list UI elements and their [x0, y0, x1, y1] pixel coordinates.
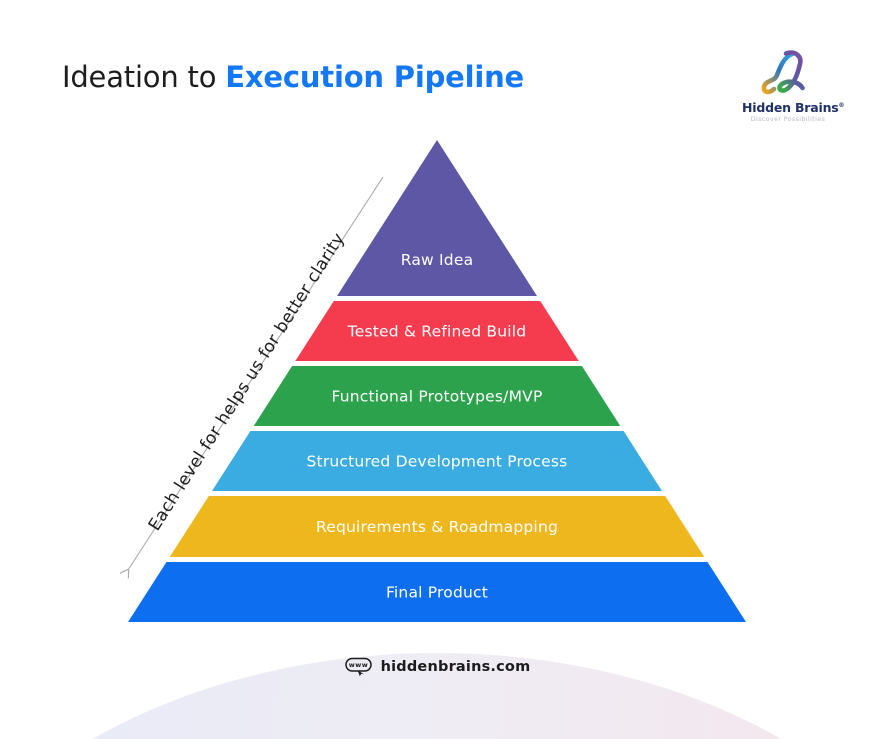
logo-ribbon-right: [777, 50, 805, 93]
page-title: Ideation to Execution Pipeline: [62, 60, 524, 94]
hidden-brains-logo-icon: [761, 50, 805, 95]
pyramid-level-3-label: Functional Prototypes/MVP: [331, 388, 542, 406]
website-url[interactable]: hiddenbrains.com: [380, 659, 531, 675]
pyramid-level-1-label: Raw Idea: [401, 251, 474, 269]
logo-name-text: Hidden Brains: [742, 100, 839, 115]
pyramid-level-2: [295, 301, 579, 361]
pyramid-level-6-label: Final Product: [386, 584, 488, 602]
logo-reg-mark: ®: [838, 101, 845, 109]
direction-arrow: [128, 176, 384, 570]
footer: www hiddenbrains.com: [0, 656, 875, 678]
pyramid-level-5: [169, 496, 705, 557]
pyramid-level-4: [212, 431, 662, 491]
pyramid-level-2-label: Tested & Refined Build: [347, 323, 527, 341]
pyramid-level-5-label: Requirements & Roadmapping: [316, 518, 558, 536]
logo-name: Hidden Brains®: [742, 100, 845, 115]
website-icon-www-text: www: [348, 661, 368, 669]
page-title-highlight: Execution Pipeline: [225, 60, 524, 94]
website-icon: www: [344, 657, 372, 677]
page-title-regular: Ideation to: [62, 60, 226, 94]
hidden-brains-logo: Hidden Brains® Discover Possibilities: [742, 48, 845, 123]
pyramid-level-6: [128, 562, 746, 622]
pyramid-level-4-label: Structured Development Process: [307, 453, 568, 471]
logo-ribbon-left: [761, 51, 796, 95]
pyramid-level-3: [253, 366, 621, 426]
cursor-pointer-glyph: [357, 670, 364, 677]
logo-tagline: Discover Possibilities: [750, 116, 826, 123]
pyramid-level-1: [337, 140, 537, 296]
